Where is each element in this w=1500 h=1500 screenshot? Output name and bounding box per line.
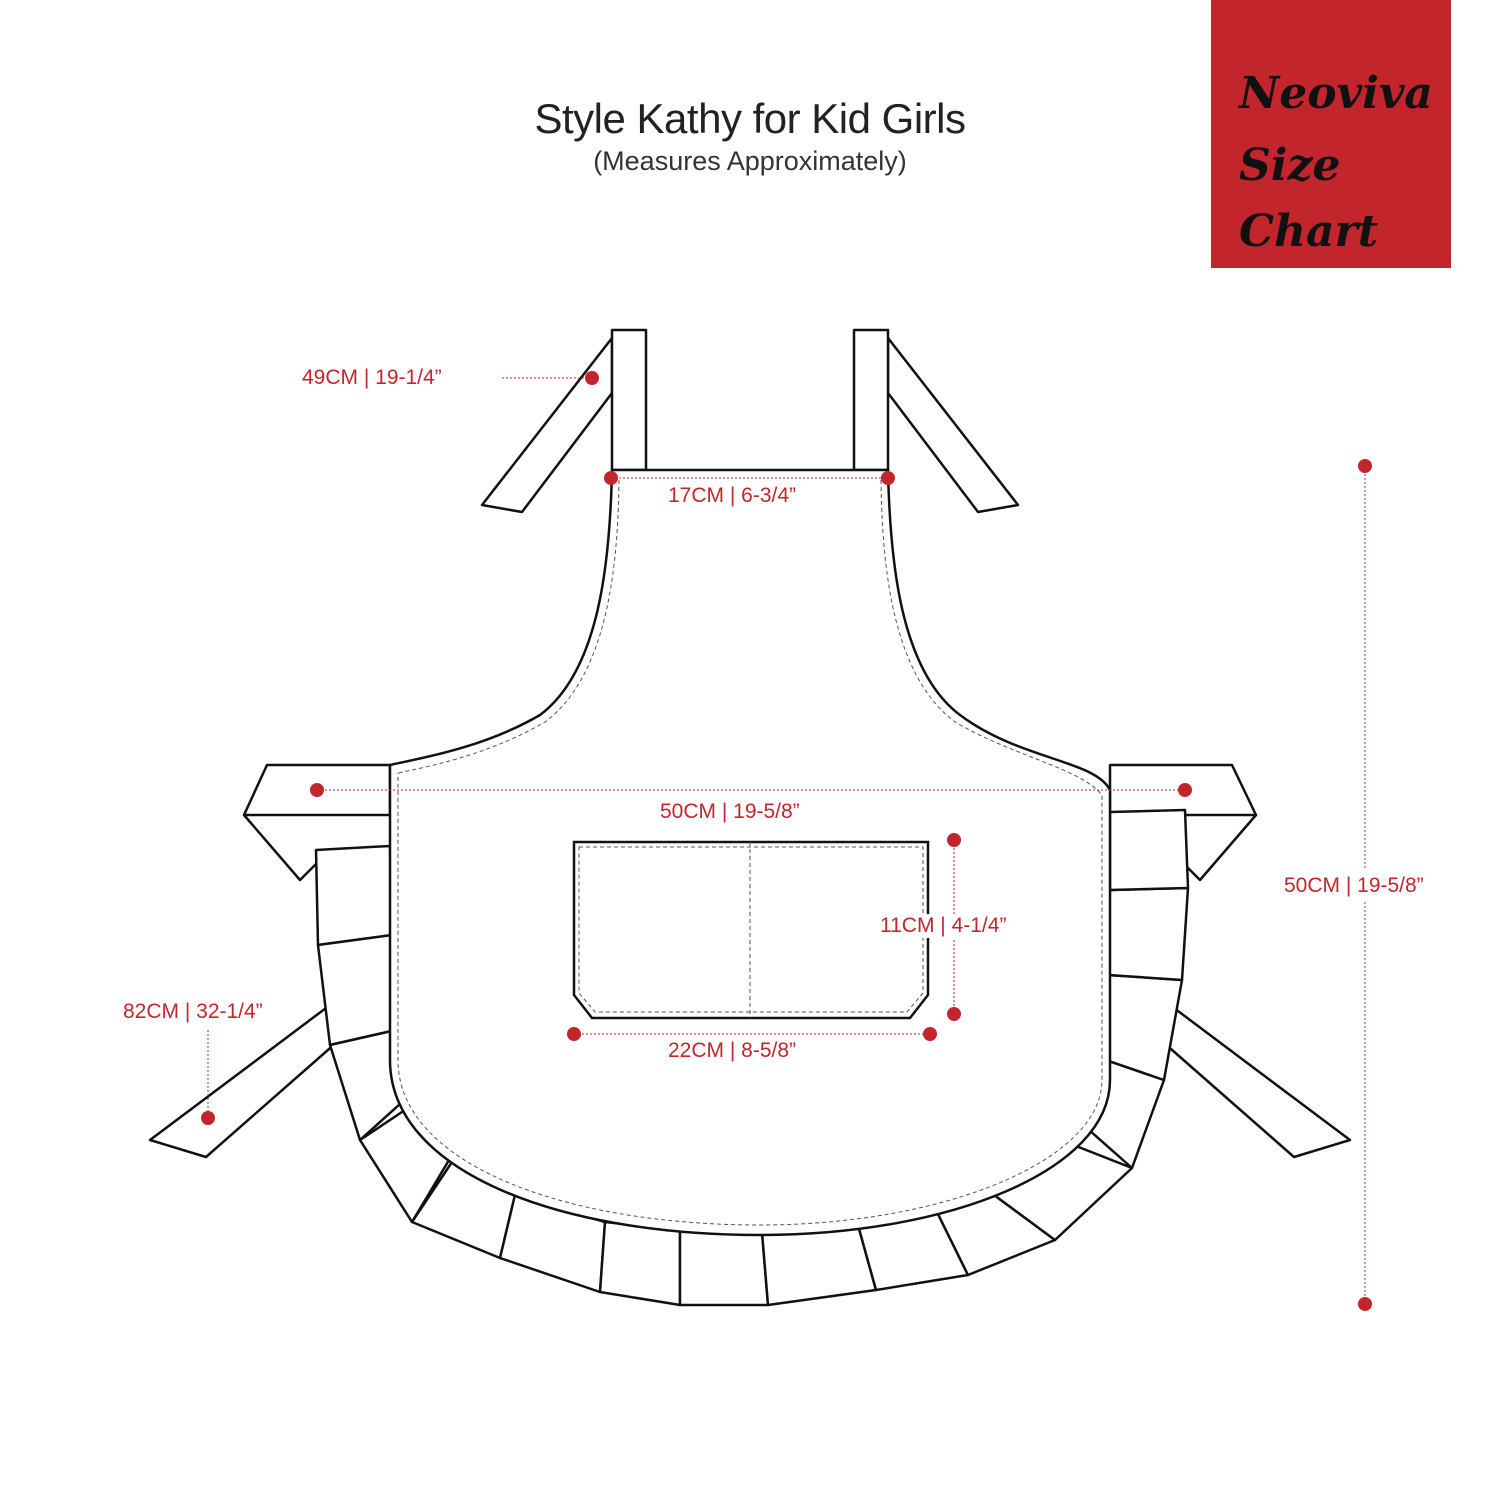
pocket-height-label: 11CM | 4-1/4” — [880, 914, 1007, 938]
pocket-height-marker-bottom — [947, 1007, 961, 1021]
pocket-width-marker-right — [923, 1027, 937, 1041]
pocket-width-label: 22CM | 8-5/8” — [668, 1039, 796, 1062]
left-strap-diagonal — [480, 336, 614, 514]
left-waist-tie — [148, 1003, 347, 1159]
brand-badge: Neoviva Size Chart — [1211, 0, 1451, 268]
apron-body-stitching — [397, 479, 1103, 1226]
right-strap-diagonal — [886, 336, 1020, 514]
right-side-band-drop — [1179, 814, 1257, 882]
tie-marker — [585, 371, 599, 385]
waist-tie-marker — [201, 1111, 215, 1125]
body-length-marker-bottom — [1358, 1297, 1372, 1311]
tie-length-label: 49CM | 19-1/4” — [302, 366, 442, 389]
page-title: Style Kathy for Kid Girls — [534, 95, 966, 142]
brand-name: Neoviva — [1239, 68, 1433, 119]
neck-marker-left — [604, 471, 618, 485]
pocket — [572, 840, 930, 1020]
waist-tie-length-label: 82CM | 32-1/4” — [123, 1000, 263, 1023]
left-strap — [610, 328, 648, 472]
body-length-label: 50CM | 19-5/8” — [1284, 870, 1424, 902]
page-subtitle: (Measures Approximately) — [593, 146, 907, 176]
left-side-band-drop — [243, 814, 321, 882]
body-length-marker-top — [1358, 459, 1372, 473]
right-waist-tie — [1153, 1003, 1352, 1159]
pocket-height-marker-top — [947, 833, 961, 847]
pocket-stitching — [578, 846, 924, 1013]
brand-size-label: Size — [1239, 140, 1341, 191]
right-strap — [852, 328, 890, 472]
neck-marker-right — [881, 471, 895, 485]
body-width-marker-left — [310, 783, 324, 797]
pocket-width-marker-left — [567, 1027, 581, 1041]
body-width-marker-right — [1178, 783, 1192, 797]
body-width-label: 50CM | 19-5/8” — [660, 800, 800, 823]
neck-width-label: 17CM | 6-3/4” — [668, 484, 796, 507]
brand-chart-label: Chart — [1239, 206, 1379, 257]
